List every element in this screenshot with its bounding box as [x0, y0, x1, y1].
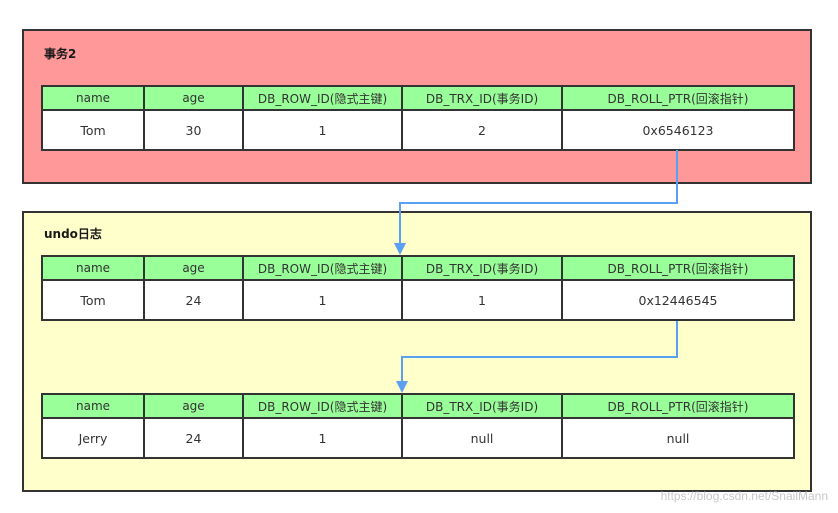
col-header-roll-ptr: DB_ROLL_PTR(回滚指针): [561, 85, 795, 111]
cell-age: 30: [143, 109, 244, 151]
col-header-roll-ptr: DB_ROLL_PTR(回滚指针): [561, 393, 795, 419]
cell-roll-ptr: null: [561, 417, 795, 459]
cell-age: 24: [143, 279, 244, 321]
col-header-row-id: DB_ROW_ID(隐式主键): [242, 85, 403, 111]
cell-age: 24: [143, 417, 244, 459]
cell-name: Jerry: [41, 417, 145, 459]
col-header-trx-id: DB_TRX_ID(事务ID): [401, 393, 563, 419]
undo-log-title: undo日志: [44, 227, 102, 241]
col-header-name: name: [41, 85, 145, 111]
table-header-row: name age DB_ROW_ID(隐式主键) DB_TRX_ID(事务ID)…: [41, 85, 795, 111]
roll-pointer-arrow-1: [399, 150, 678, 247]
watermark: https://blog.csdn.net/SnailMann: [660, 489, 828, 503]
table-row: Jerry 24 1 null null: [41, 417, 795, 459]
col-header-age: age: [143, 85, 244, 111]
col-header-trx-id: DB_TRX_ID(事务ID): [401, 255, 563, 281]
undo-record-table-1: name age DB_ROW_ID(隐式主键) DB_TRX_ID(事务ID)…: [41, 255, 795, 321]
cell-roll-ptr: 0x6546123: [561, 109, 795, 151]
cell-row-id: 1: [242, 109, 403, 151]
col-header-row-id: DB_ROW_ID(隐式主键): [242, 393, 403, 419]
col-header-age: age: [143, 255, 244, 281]
col-header-age: age: [143, 393, 244, 419]
transaction-title: 事务2: [44, 47, 77, 61]
col-header-roll-ptr: DB_ROLL_PTR(回滚指针): [561, 255, 795, 281]
table-row: Tom 24 1 1 0x12446545: [41, 279, 795, 321]
cell-roll-ptr: 0x12446545: [561, 279, 795, 321]
cell-trx-id: null: [401, 417, 563, 459]
transaction-record-table: name age DB_ROW_ID(隐式主键) DB_TRX_ID(事务ID)…: [41, 85, 795, 151]
col-header-name: name: [41, 255, 145, 281]
cell-name: Tom: [41, 109, 145, 151]
undo-record-table-2: name age DB_ROW_ID(隐式主键) DB_TRX_ID(事务ID)…: [41, 393, 795, 459]
cell-name: Tom: [41, 279, 145, 321]
arrowhead-down-icon: [396, 381, 408, 393]
table-header-row: name age DB_ROW_ID(隐式主键) DB_TRX_ID(事务ID)…: [41, 393, 795, 419]
roll-pointer-arrow-2: [401, 321, 678, 385]
arrowhead-down-icon: [394, 243, 406, 255]
col-header-trx-id: DB_TRX_ID(事务ID): [401, 85, 563, 111]
cell-row-id: 1: [242, 279, 403, 321]
col-header-name: name: [41, 393, 145, 419]
cell-trx-id: 2: [401, 109, 563, 151]
cell-row-id: 1: [242, 417, 403, 459]
table-header-row: name age DB_ROW_ID(隐式主键) DB_TRX_ID(事务ID)…: [41, 255, 795, 281]
cell-trx-id: 1: [401, 279, 563, 321]
table-row: Tom 30 1 2 0x6546123: [41, 109, 795, 151]
col-header-row-id: DB_ROW_ID(隐式主键): [242, 255, 403, 281]
